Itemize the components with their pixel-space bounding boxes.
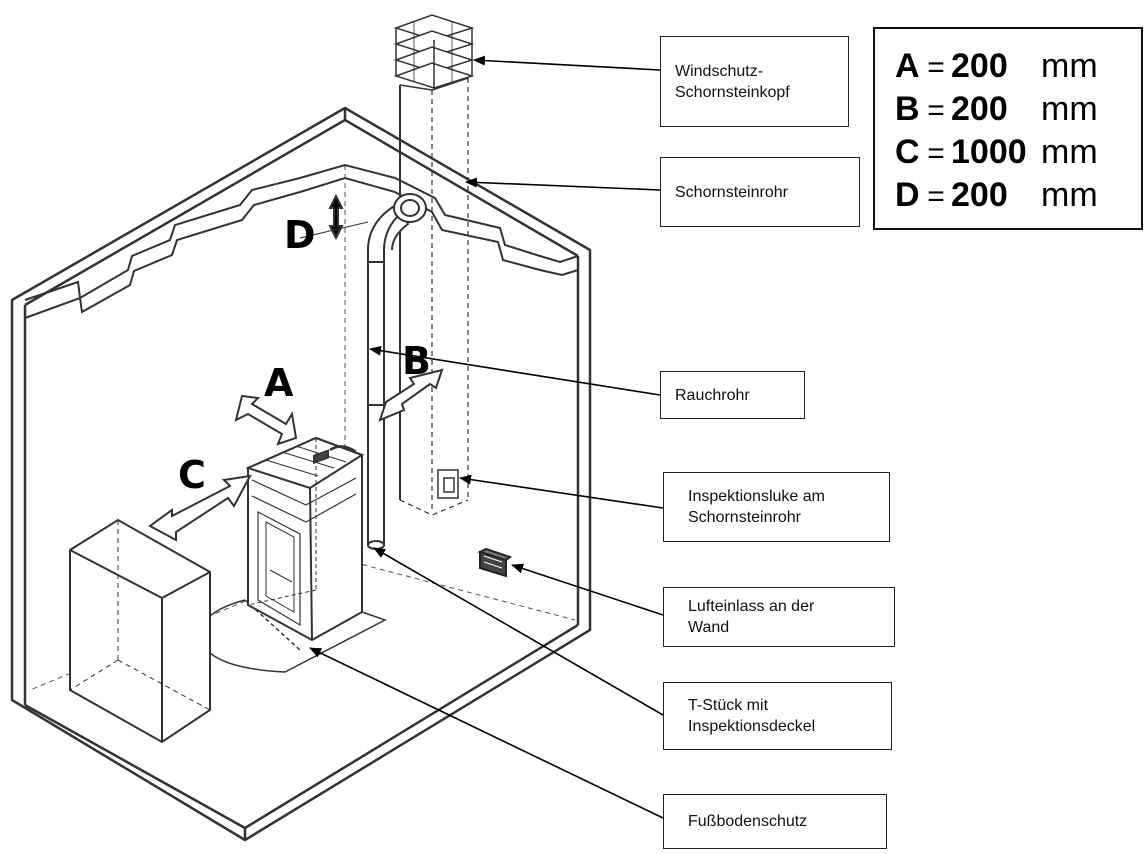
chimney-flue [399,77,469,516]
callout-rauchrohr: Rauchrohr [660,371,805,419]
callout-text: Inspektionsluke am Schornsteinrohr [688,488,825,526]
callout-text: Windschutz- Schornsteinkopf [675,62,790,101]
legend-row-c: C=1000 mm [895,133,1141,176]
callout-text: Rauchrohr [675,386,750,404]
legend-row-b: B=200 mm [895,90,1141,133]
callout-tstueck: T-Stück mit Inspektionsdeckel [663,682,892,750]
clearance-arrow-a [234,394,298,446]
pellet-stove [245,436,365,642]
chimney-cap [393,14,475,89]
leader-tstueck [373,547,664,716]
callout-windschutz-schornsteinkopf: Windschutz- Schornsteinkopf [660,36,849,127]
clearance-arrow-c [148,474,252,542]
legend-value: 200 [951,90,1008,128]
dimension-label-c: C [178,453,206,497]
legend-value: 1000 [951,133,1027,171]
legend-value: 200 [951,176,1008,214]
legend-value: 200 [951,47,1008,85]
callout-text: Fußbodenschutz [688,813,808,830]
wall-air-inlet [477,547,513,578]
legend-key: B [895,90,920,128]
legend-key: D [895,176,920,214]
legend-unit: mm [1041,133,1098,171]
callout-schornsteinrohr: Schornsteinrohr [660,157,860,227]
dimension-label-d: D [284,213,316,257]
callout-lufteinlass: Lufteinlass an der Wand [663,587,895,647]
legend-equals: = [927,51,945,84]
legend-row-a: A=200 mm [895,47,1141,90]
clearance-arrow-b [378,368,444,422]
dimension-label-a: A [264,361,294,405]
leader-lines [309,55,664,819]
legend-unit: mm [1041,47,1098,85]
callout-text: T-Stück mit Inspektionsdeckel [688,697,816,735]
ceiling-cornice [24,163,579,319]
legend-equals: = [927,94,945,127]
legend-key: A [895,47,920,85]
dimension-label-b: B [402,339,431,383]
callout-inspektionsluke: Inspektionsluke am Schornsteinrohr [663,472,890,542]
legend-unit: mm [1041,90,1098,128]
legend-row-d: D=200 mm [895,176,1141,219]
clearance-arrow-d [328,193,344,241]
leader-schornsteinrohr [465,177,661,191]
leader-windschutz [473,55,661,71]
legend-equals: = [927,137,945,170]
leader-rauchrohr [369,345,661,396]
legend-key: C [895,133,920,171]
clearance-arrows [148,193,444,542]
legend-unit: mm [1041,176,1098,214]
chimney-inspection-hatch [437,469,459,499]
leader-lufteinlass [511,563,664,616]
callout-text: Schornsteinrohr [675,183,788,201]
legend-equals: = [927,180,945,213]
callout-text: Lufteinlass an der Wand [688,598,815,636]
flue-pipe [367,193,427,550]
cabinet [69,518,211,744]
leader-fussboden [309,647,664,819]
callout-fussbodenschutz: Fußbodenschutz [663,794,887,849]
leader-inspektionsluke [459,474,664,509]
